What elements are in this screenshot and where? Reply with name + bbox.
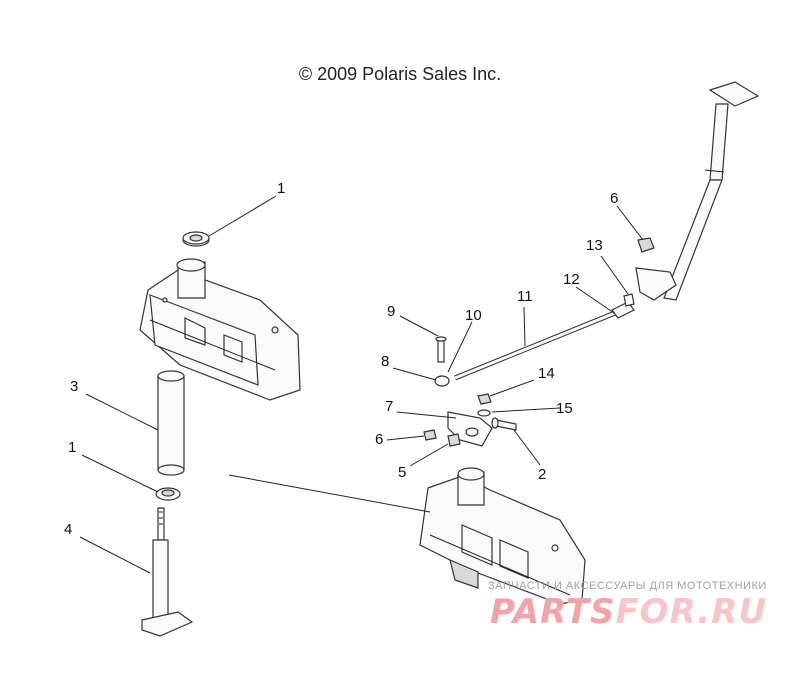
bushing-lower (155, 487, 181, 501)
frame-bracket-left (139, 258, 301, 401)
watermark-caption: ЗАПЧАСТИ И АКСЕССУАРЫ ДЛЯ МОТОТЕХНИКИ (488, 580, 767, 592)
callout-labels: 1 3 1 4 9 10 11 12 13 6 8 14 7 15 6 5 2 (64, 180, 618, 538)
callout-3: 3 (70, 378, 78, 395)
callout-11: 11 (517, 288, 533, 305)
callout-10: 10 (465, 307, 482, 324)
callout-7: 7 (385, 398, 393, 415)
steering-post (141, 507, 194, 637)
watermark-brand-right: FOR.RU (615, 592, 768, 632)
tie-rod (434, 293, 635, 387)
bushing-top (182, 231, 210, 247)
callout-8: 8 (381, 353, 389, 370)
watermark-brand-left: PARTS (490, 592, 616, 632)
callout-13: 13 (586, 237, 603, 254)
steering-column-upper (635, 81, 760, 301)
nut-14 (477, 393, 492, 405)
washer-15 (477, 409, 491, 417)
callout-14: 14 (538, 365, 555, 382)
nut-lower-6 (423, 429, 437, 441)
bolt-9 (435, 336, 447, 363)
callout-12: 12 (563, 271, 580, 288)
callout-6-lower: 6 (375, 431, 383, 448)
nut-5 (447, 433, 461, 447)
callout-15: 15 (556, 400, 573, 417)
callout-6-top: 6 (610, 190, 618, 207)
steering-tube (157, 370, 185, 476)
nut-upper (637, 237, 655, 253)
callout-2: 2 (538, 466, 546, 483)
frame-bracket-right (419, 467, 586, 605)
watermark-logo: PARTSFOR.RU (490, 592, 767, 632)
callout-9: 9 (387, 303, 395, 320)
leader-lines (79, 195, 644, 574)
bolt-2 (491, 417, 517, 431)
copyright-notice: © 2009 Polaris Sales Inc. (298, 64, 502, 84)
callout-1-lower: 1 (68, 439, 76, 456)
callout-1-top: 1 (277, 180, 285, 197)
callout-5: 5 (398, 464, 406, 481)
callout-4: 4 (64, 521, 72, 538)
